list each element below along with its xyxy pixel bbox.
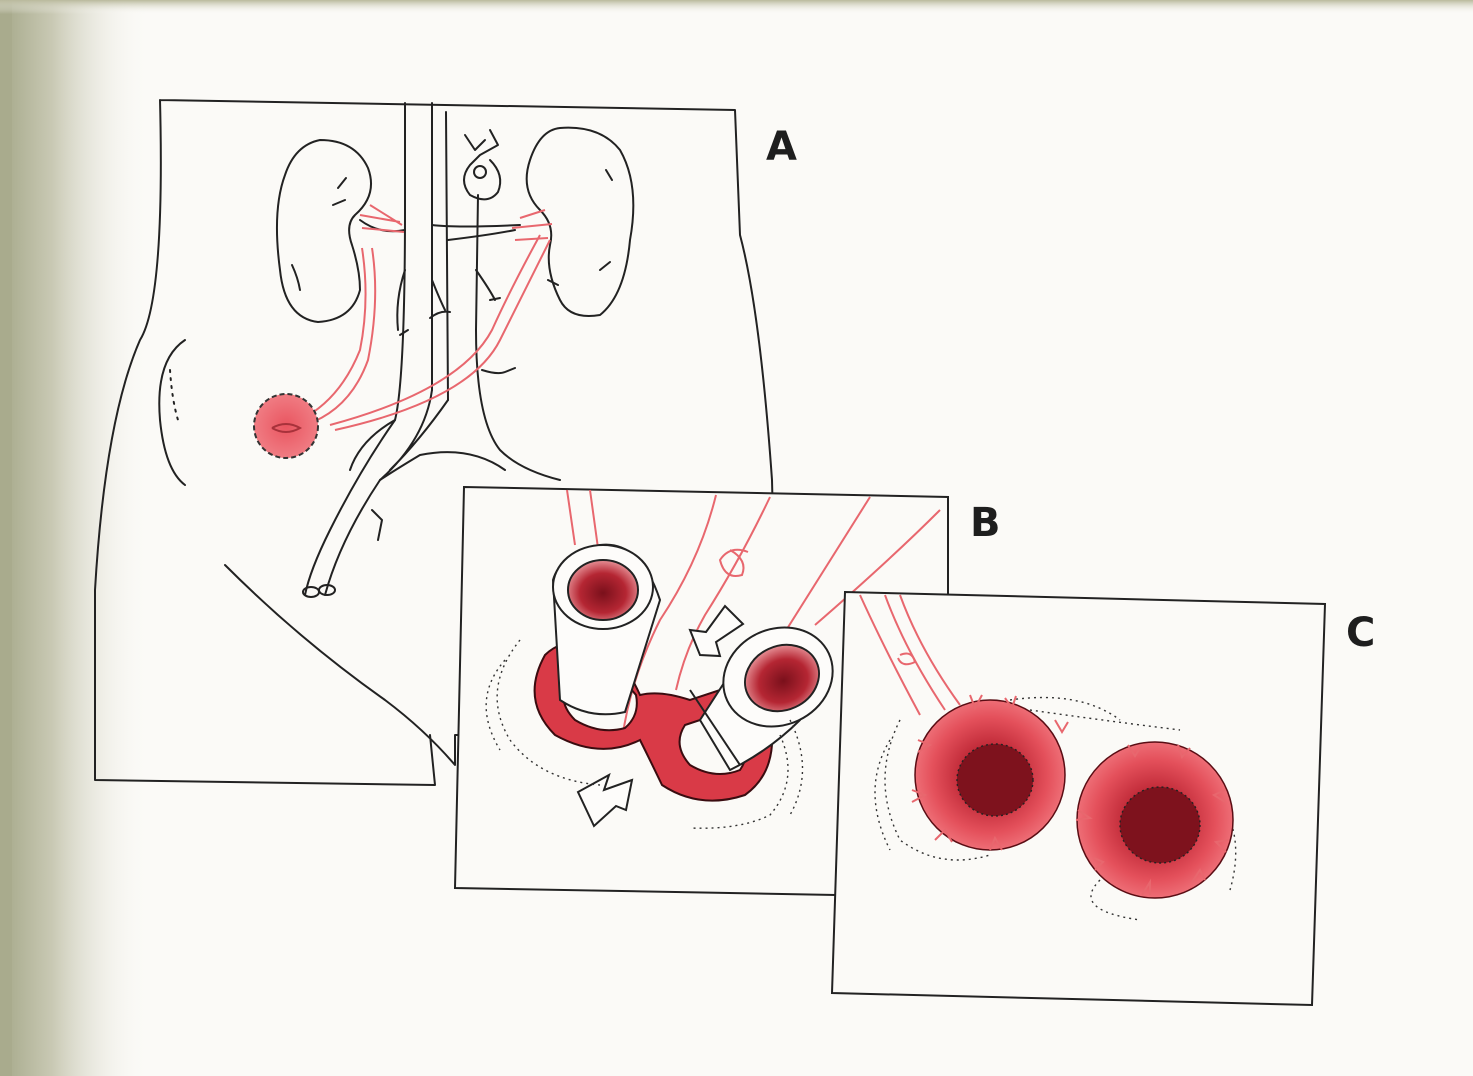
page-edge-left — [0, 0, 150, 1076]
panel-c — [832, 592, 1325, 1005]
page-edge-top — [0, 0, 1473, 14]
panel-label-b: B — [970, 500, 1001, 546]
panel-label-a: A — [766, 124, 797, 170]
ureter-graft — [254, 394, 318, 458]
lumen-b-left — [568, 560, 638, 620]
panel-label-c: C — [1346, 610, 1375, 656]
